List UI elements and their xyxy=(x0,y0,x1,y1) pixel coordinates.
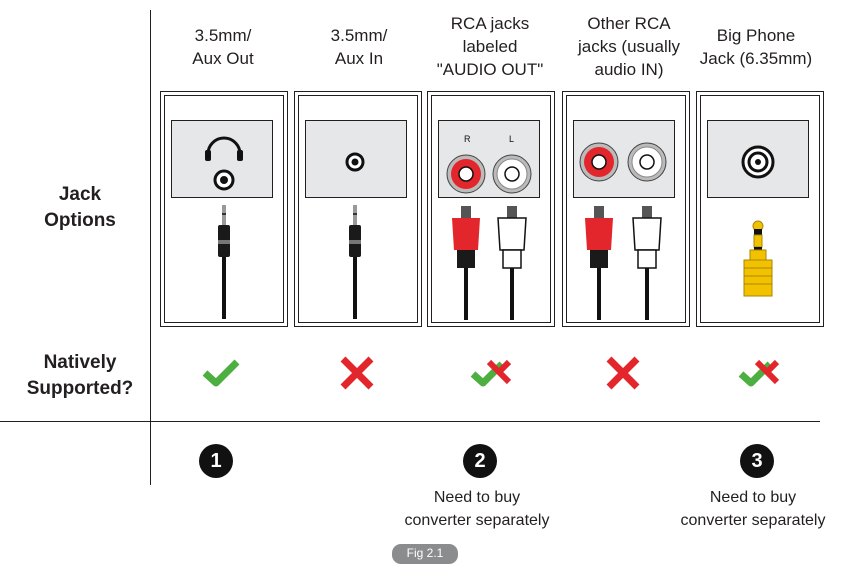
title-line: Other RCA xyxy=(587,14,671,33)
card-frame xyxy=(566,95,686,323)
card-frame xyxy=(164,95,284,323)
row-label-line: Options xyxy=(44,210,116,231)
rca-socket-icon xyxy=(492,154,532,194)
title-line: "AUDIO OUT" xyxy=(436,60,544,79)
aux-plug-icon xyxy=(349,205,361,319)
title-line: audio IN) xyxy=(594,60,664,79)
row-label-line: Supported? xyxy=(26,378,134,399)
cross-icon xyxy=(606,356,640,390)
note-line: Need to buy xyxy=(433,489,521,506)
phone-jack-illustration xyxy=(741,145,775,297)
note-line: Need to buy xyxy=(709,489,797,506)
jack-socket-icon xyxy=(345,152,365,172)
rca-plug-white-icon xyxy=(497,206,527,320)
row-label-line: Jack xyxy=(58,184,102,205)
note-line: converter separately xyxy=(680,512,826,529)
figure-caption: Fig 2.1 xyxy=(392,544,458,564)
column-title-aux-in: 3.5mm/ Aux In xyxy=(294,24,424,70)
row-divider xyxy=(0,421,820,422)
aux-out-illustration xyxy=(205,136,243,319)
jack-card-aux-out xyxy=(160,91,288,327)
cross-icon xyxy=(340,356,374,390)
partial-check-icon xyxy=(470,359,512,387)
card-frame xyxy=(298,95,418,323)
title-line: Aux In xyxy=(334,49,384,68)
phone-jack-socket-icon xyxy=(741,145,775,179)
jack-card-big-phone-jack xyxy=(696,91,824,327)
aux-plug-icon xyxy=(218,205,230,319)
column-divider xyxy=(150,10,151,485)
title-line: Big Phone xyxy=(716,26,796,45)
row-label-natively-supported: Natively Supported? xyxy=(10,350,150,402)
note-badge-1: 1 xyxy=(199,444,233,478)
rca-plug-white-icon xyxy=(632,206,662,320)
title-line: RCA jacks xyxy=(450,14,530,33)
rca-out-illustration: R L xyxy=(446,134,532,320)
rca-in-illustration xyxy=(579,142,667,320)
jack-card-rca-audio-out: R L xyxy=(427,91,555,327)
headphones-icon xyxy=(205,136,243,161)
column-title-other-rca: Other RCA jacks (usually audio IN) xyxy=(564,12,694,81)
title-line: labeled xyxy=(462,37,518,56)
rca-right-label: R xyxy=(464,134,471,144)
row-label-line: Natively xyxy=(43,352,117,373)
phone-plug-icon xyxy=(743,220,773,297)
jack-card-aux-in xyxy=(294,91,422,327)
row-label-jack-options: Jack Options xyxy=(10,182,150,234)
aux-in-illustration xyxy=(345,152,365,319)
jack-card-other-rca xyxy=(562,91,690,327)
column-title-big-phone-jack: Big Phone Jack (6.35mm) xyxy=(691,24,821,70)
column-title-rca-audio-out: RCA jacks labeled "AUDIO OUT" xyxy=(425,12,555,81)
rca-socket-icon xyxy=(627,142,667,182)
title-line: 3.5mm/ xyxy=(330,26,388,45)
rca-plug-red-icon xyxy=(585,206,613,320)
note-phone-jack-converter: Need to buy converter separately xyxy=(668,486,838,532)
title-line: Aux Out xyxy=(192,49,254,68)
jack-socket-icon xyxy=(213,169,235,191)
card-frame xyxy=(700,95,820,323)
rca-left-label: L xyxy=(509,134,514,144)
card-frame xyxy=(431,95,551,323)
check-icon xyxy=(202,359,240,387)
title-line: 3.5mm/ xyxy=(194,26,252,45)
rca-plug-red-icon xyxy=(452,206,480,320)
note-rca-converter: Need to buy converter separately xyxy=(392,486,562,532)
rca-socket-icon xyxy=(446,154,486,194)
title-line: Jack (6.35mm) xyxy=(699,49,813,68)
partial-check-icon xyxy=(738,359,780,387)
note-badge-3: 3 xyxy=(740,444,774,478)
column-title-aux-out: 3.5mm/ Aux Out xyxy=(158,24,288,70)
note-badge-2: 2 xyxy=(463,444,497,478)
title-line: jacks (usually xyxy=(577,37,681,56)
rca-socket-icon xyxy=(579,142,619,182)
note-line: converter separately xyxy=(404,512,550,529)
